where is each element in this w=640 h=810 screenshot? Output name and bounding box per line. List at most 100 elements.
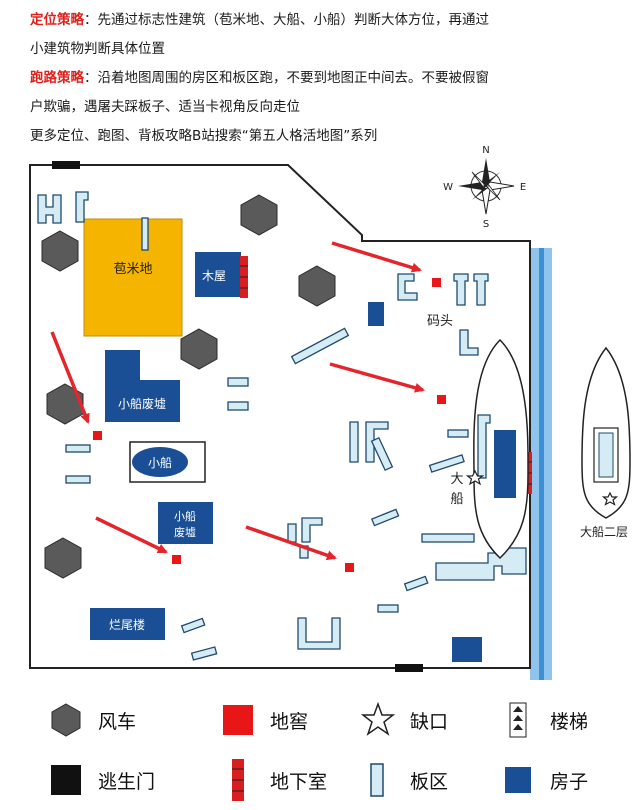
legend: 风车 地窖 缺口 楼梯 逃生门 地下室 板区 房子 bbox=[0, 690, 640, 810]
pallet-zone bbox=[301, 517, 323, 543]
exit-gate-top bbox=[52, 161, 80, 169]
pallet-zone bbox=[290, 327, 350, 365]
pallet-zone bbox=[141, 217, 149, 251]
arrow-to-boat-cellar bbox=[95, 516, 168, 554]
legend-basement: 地下室 bbox=[220, 759, 328, 801]
pallet-zone bbox=[370, 436, 394, 472]
legend-exit-gate: 逃生门 bbox=[48, 762, 155, 798]
small-boat: 小船 bbox=[129, 441, 206, 483]
legend-house: 房子 bbox=[500, 762, 588, 798]
house-icon bbox=[505, 767, 531, 793]
big-ship: 大 船 bbox=[450, 338, 529, 560]
dock-label: 码头 bbox=[427, 314, 453, 329]
pallet-zone bbox=[349, 421, 359, 463]
gap-icon bbox=[601, 491, 619, 506]
legend-pallet-zone: 板区 bbox=[360, 762, 448, 798]
big-ship-label-1: 大 bbox=[450, 472, 463, 487]
cabin: 木屋 bbox=[195, 252, 241, 297]
pallet-zone bbox=[397, 273, 418, 301]
small-boat-ruin-top-label: 小船废墟 bbox=[118, 396, 166, 411]
small-boat-ruin-bottom-label-1: 小船 bbox=[174, 509, 196, 523]
positioning-text: ：先通过标志性建筑（苞米地、大船、小船）判断大体方位，再通过 bbox=[84, 12, 489, 28]
pallet-zone bbox=[421, 533, 475, 543]
windmill-icon bbox=[44, 537, 82, 579]
cellar-icon bbox=[437, 395, 446, 404]
arrow-to-mid-cellar bbox=[329, 362, 425, 393]
windmill-icon bbox=[46, 383, 84, 425]
pallet-zone bbox=[75, 191, 89, 223]
windmill-icon bbox=[180, 328, 218, 370]
positioning-keyword: 定位策略 bbox=[30, 12, 84, 28]
legend-gap-label: 缺口 bbox=[410, 710, 449, 733]
pallet-zone bbox=[435, 547, 527, 581]
legend-cellar: 地窖 bbox=[220, 702, 308, 738]
arrow-to-dock-cellar bbox=[331, 241, 422, 273]
map-boundary bbox=[29, 164, 531, 669]
unfinished-building-label: 烂尾楼 bbox=[109, 617, 145, 632]
small-boat-ruin-top: 小船废墟 bbox=[105, 350, 180, 422]
pallet-zone bbox=[65, 475, 91, 484]
legend-house-label: 房子 bbox=[550, 770, 589, 793]
legend-windmill: 风车 bbox=[48, 702, 136, 738]
notes-line-5: 更多定位、跑图、背板攻略B站搜索“第五人格活地图”系列 bbox=[30, 122, 630, 151]
legend-windmill-label: 风车 bbox=[98, 710, 137, 733]
compass-icon: N S E W bbox=[443, 145, 526, 230]
notes-line-3: 跑路策略：沿着地图周围的房区和板区跑，不要到地图正中间去。不要被假窗 bbox=[30, 64, 630, 93]
pallet-zone-icon bbox=[370, 763, 384, 797]
pallet-zone bbox=[180, 617, 206, 634]
basement-icon bbox=[232, 759, 244, 801]
cellar-icon bbox=[345, 563, 354, 572]
cabin-label: 木屋 bbox=[202, 269, 226, 283]
notes-line-4: 户欺骗，遇屠夫踩板子、适当卡视角反向走位 bbox=[30, 93, 630, 122]
arrow-to-west-cellar bbox=[50, 331, 90, 424]
legend-basement-label: 地下室 bbox=[270, 770, 328, 793]
compass-east: E bbox=[520, 182, 526, 193]
compass-west: W bbox=[443, 182, 453, 193]
pallet-zone bbox=[37, 194, 62, 224]
cellar-icon bbox=[223, 705, 253, 735]
cellar-icon bbox=[93, 431, 102, 440]
cellar-icon bbox=[172, 555, 181, 564]
pallet-zone bbox=[287, 523, 297, 543]
compass-south: S bbox=[483, 219, 489, 230]
pallet-zone bbox=[370, 508, 400, 527]
windmill-icon bbox=[240, 194, 278, 236]
compass-north: N bbox=[482, 145, 489, 156]
legend-exit-gate-label: 逃生门 bbox=[98, 770, 156, 793]
legend-pallet-zone-label: 板区 bbox=[410, 770, 449, 793]
legend-cellar-label: 地窖 bbox=[270, 710, 309, 733]
pallet-zone bbox=[403, 575, 429, 592]
more-info-text: 更多定位、跑图、背板攻略B站搜索“第五人格活地图”系列 bbox=[30, 128, 378, 144]
cellar-icon bbox=[432, 278, 441, 287]
arrow-to-south-cellar bbox=[245, 525, 337, 561]
cornfield-label: 苞米地 bbox=[113, 262, 152, 277]
river bbox=[530, 248, 552, 680]
windmill-icon bbox=[298, 265, 336, 307]
pallet-zone bbox=[428, 454, 465, 473]
pallet-zone bbox=[297, 617, 341, 650]
gap-icon bbox=[360, 702, 396, 736]
positioning-text-cont: 小建筑物判断具体位置 bbox=[30, 41, 165, 57]
pallet-zone bbox=[447, 429, 469, 438]
legend-stairs: 楼梯 bbox=[500, 702, 588, 738]
small-boat-ruin-bottom-label-2: 废墟 bbox=[174, 525, 196, 539]
windmill-icon bbox=[51, 703, 81, 737]
unfinished-building: 烂尾楼 bbox=[90, 608, 165, 640]
stairs-icon bbox=[509, 702, 527, 738]
cornfield: 苞米地 bbox=[83, 218, 183, 337]
strategy-notes: 定位策略：先通过标志性建筑（苞米地、大船、小船）判断大体方位，再通过 小建筑物判… bbox=[30, 6, 630, 151]
pallet-zone bbox=[227, 401, 249, 411]
pallet-zone bbox=[453, 273, 469, 306]
running-text-cont: 户欺骗，遇屠夫踩板子、适当卡视角反向走位 bbox=[30, 99, 300, 115]
house-dock bbox=[368, 302, 384, 326]
map-area: 苞米地 木屋 小船废墟 小船 小船 废墟 烂尾楼 bbox=[29, 145, 631, 680]
pallet-zone bbox=[227, 377, 249, 387]
running-text: ：沿着地图周围的房区和板区跑，不要到地图正中间去。不要被假窗 bbox=[84, 70, 489, 86]
exit-gate-icon bbox=[51, 765, 81, 795]
running-keyword: 跑路策略 bbox=[30, 70, 84, 86]
legend-stairs-label: 楼梯 bbox=[550, 710, 589, 733]
big-ship-label-2: 船 bbox=[450, 492, 463, 507]
small-boat-label: 小船 bbox=[148, 456, 172, 470]
pallet-zone bbox=[365, 421, 389, 463]
notes-line-1: 定位策略：先通过标志性建筑（苞米地、大船、小船）判断大体方位，再通过 bbox=[30, 6, 630, 35]
